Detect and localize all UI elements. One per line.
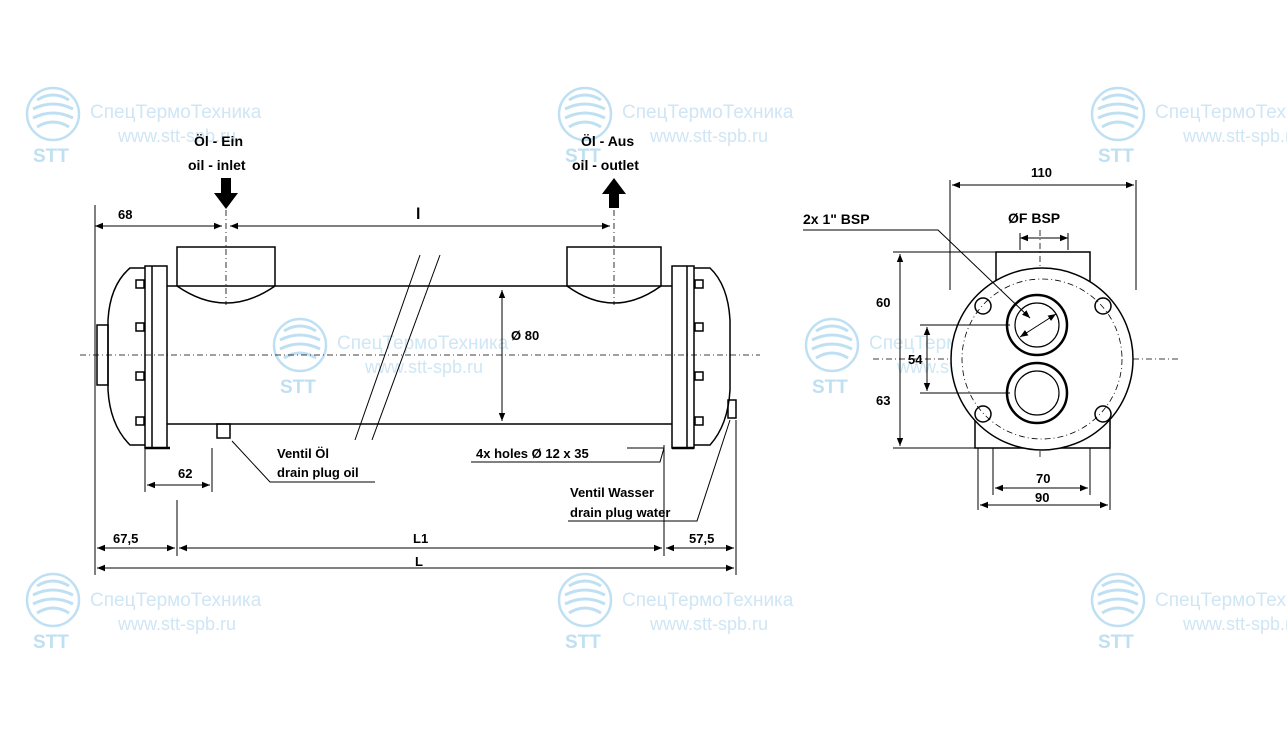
- watermark-1: STT СпецТермоТехника www.stt-spb.ru: [25, 86, 262, 167]
- left-end-cap: [107, 267, 145, 446]
- dim-63: 63: [876, 393, 890, 408]
- watermark-logo-text: STT: [565, 146, 601, 167]
- watermark-company: СпецТермоТехника: [1155, 590, 1287, 611]
- dim-54: 54: [908, 352, 923, 367]
- bsp-f-label: ØF BSP: [1008, 210, 1060, 226]
- watermark-6: STT СпецТермоТехника www.stt-spb.ru: [25, 572, 262, 653]
- watermark-company: СпецТермоТехника: [622, 590, 794, 611]
- holes-label: 4x holes Ø 12 x 35: [476, 446, 589, 461]
- dim-62: 62: [178, 466, 192, 481]
- bolt-hole: [974, 297, 992, 315]
- oil-outlet-nozzle: [566, 246, 662, 286]
- oil-outlet-label-de: Öl - Aus: [581, 133, 634, 149]
- left-port: [96, 324, 109, 386]
- watermark-url: www.stt-spb.ru: [364, 357, 483, 377]
- watermark-3: STT СпецТермоТехника www.stt-spb.ru: [1090, 86, 1287, 167]
- oil-outlet-arrow-icon: [602, 178, 626, 208]
- dim-57-5: 57,5: [689, 531, 714, 546]
- side-view: [80, 210, 760, 450]
- watermark-url: www.stt-spb.ru: [117, 614, 236, 634]
- end-dimensions: [803, 180, 1137, 510]
- dim-60: 60: [876, 295, 890, 310]
- watermark-logo-text: STT: [1098, 146, 1134, 167]
- drain-water-label-en: drain plug water: [570, 505, 670, 520]
- flange-circle: [950, 267, 1134, 451]
- drain-oil-label-de: Ventil Öl: [277, 446, 329, 461]
- oil-outlet-label-en: oil - outlet: [572, 157, 639, 173]
- watermark-logo-text: STT: [812, 377, 848, 398]
- dim-L1: L1: [413, 531, 428, 546]
- oil-inlet-label-de: Öl - Ein: [194, 133, 243, 149]
- watermark-url: www.stt-spb.ru: [1182, 614, 1287, 634]
- oil-inlet-arrow-icon: [214, 178, 238, 209]
- watermark-url: www.stt-spb.ru: [649, 614, 768, 634]
- left-flange: [144, 265, 168, 449]
- dim-68: 68: [118, 207, 132, 222]
- bolt-hole: [1094, 297, 1112, 315]
- dim-110: 110: [1031, 165, 1052, 180]
- bolt-hole: [974, 405, 992, 423]
- watermark-company: СпецТермоТехника: [90, 590, 262, 611]
- bsp-ports-label: 2x 1" BSP: [803, 211, 870, 227]
- dim-90: 90: [1035, 490, 1049, 505]
- watermark-logo-text: STT: [280, 377, 316, 398]
- watermark-2: STT СпецТермоТехника www.stt-spb.ru: [557, 86, 794, 167]
- oil-inlet-nozzle: [176, 246, 276, 286]
- side-dimensions: [94, 205, 737, 575]
- dim-diameter-80: Ø 80: [511, 328, 539, 343]
- dim-70: 70: [1036, 471, 1050, 486]
- watermark-company: СпецТермоТехника: [337, 333, 509, 354]
- watermark-company: СпецТермоТехника: [622, 102, 794, 123]
- dim-67-5: 67,5: [113, 531, 138, 546]
- drain-plug-water: [727, 399, 737, 419]
- watermark-company: СпецТермоТехника: [1155, 102, 1287, 123]
- bolt-hole: [1094, 405, 1112, 423]
- watermark-company: СпецТермоТехника: [90, 102, 262, 123]
- end-view: [873, 230, 1180, 460]
- watermark-4: STT СпецТермоТехника www.stt-spb.ru: [272, 317, 509, 398]
- drain-water-label-de: Ventil Wasser: [570, 485, 654, 500]
- watermark-url: www.stt-spb.ru: [117, 126, 236, 146]
- dim-L: L: [415, 554, 423, 569]
- watermark-8: STT СпецТермоТехника www.stt-spb.ru: [1090, 572, 1287, 653]
- watermark-logo-text: STT: [33, 146, 69, 167]
- top-nozzle: [995, 251, 1091, 283]
- watermark-7: STT СпецТермоТехника www.stt-spb.ru: [557, 572, 794, 653]
- drain-plug-oil: [216, 423, 231, 439]
- watermark-logo-text: STT: [565, 632, 601, 653]
- watermark-logo-text: STT: [1098, 632, 1134, 653]
- oil-inlet-label-en: oil - inlet: [188, 157, 246, 173]
- watermark-url: www.stt-spb.ru: [1182, 126, 1287, 146]
- watermark-url: www.stt-spb.ru: [649, 126, 768, 146]
- watermark-logo-text: STT: [33, 632, 69, 653]
- dim-l: l: [416, 206, 420, 223]
- right-flange: [671, 265, 695, 449]
- right-end-cap: [694, 267, 731, 446]
- drain-oil-label-en: drain plug oil: [277, 465, 359, 480]
